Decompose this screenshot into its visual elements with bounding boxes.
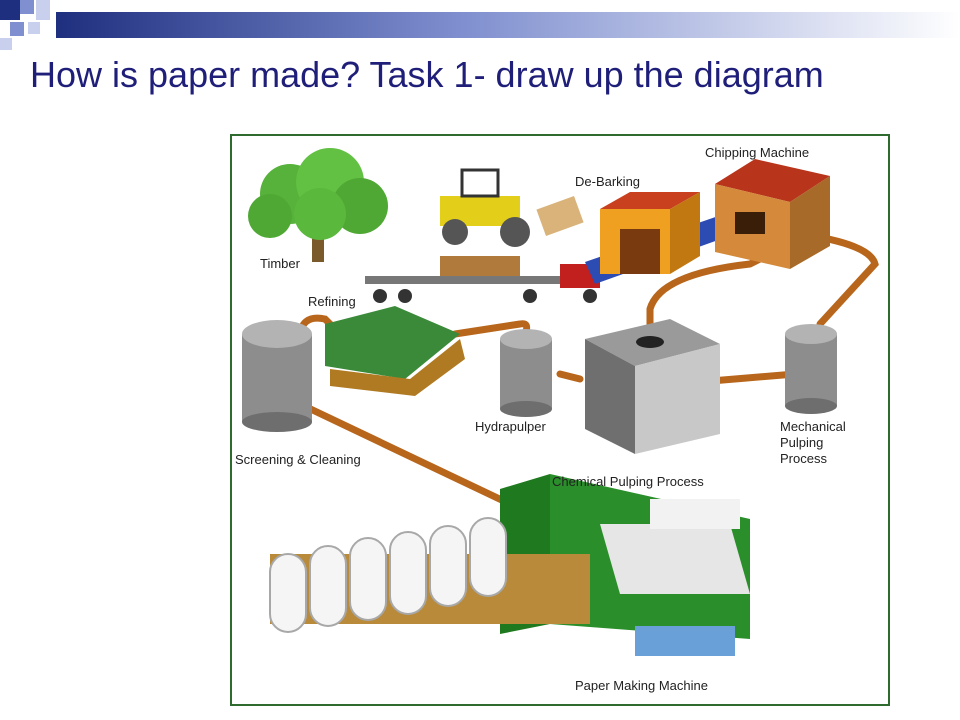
label-screening: Screening & Cleaning bbox=[235, 452, 361, 467]
chemical-pulping-box bbox=[585, 319, 720, 454]
paper-rolls bbox=[269, 517, 507, 633]
mechanical-pulping-tank bbox=[785, 324, 837, 414]
tree-icon bbox=[248, 148, 388, 262]
label-timber: Timber bbox=[260, 256, 301, 271]
corner-square-2 bbox=[20, 0, 34, 14]
slide-title: How is paper made? Task 1- draw up the d… bbox=[30, 54, 824, 95]
corner-square-6 bbox=[0, 38, 12, 50]
label-mechanical-2: Pulping bbox=[780, 435, 823, 450]
label-paper-machine: Paper Making Machine bbox=[575, 678, 708, 693]
label-refining: Refining bbox=[308, 294, 356, 309]
hydrapulper-tank bbox=[500, 329, 552, 417]
screening-tank bbox=[242, 320, 312, 432]
label-de-barking: De-Barking bbox=[575, 174, 640, 189]
paper-making-diagram: Chipping Machine De-Barking Timber Refin… bbox=[230, 134, 890, 706]
label-chemical: Chemical Pulping Process bbox=[552, 474, 704, 489]
de-barking-shed bbox=[600, 192, 700, 274]
label-hydrapulper: Hydrapulper bbox=[475, 419, 546, 434]
label-mechanical-1: Mechanical bbox=[780, 419, 846, 434]
chipping-machine-shed bbox=[715, 159, 830, 269]
corner-square-5 bbox=[28, 22, 40, 34]
corner-square-3 bbox=[36, 0, 50, 20]
refining-cylinder bbox=[325, 306, 465, 396]
truck-icon bbox=[365, 256, 600, 303]
loader-icon bbox=[440, 168, 584, 247]
header-bar bbox=[56, 12, 960, 38]
corner-square-4 bbox=[10, 22, 24, 36]
corner-square-1 bbox=[0, 0, 20, 20]
label-mechanical-3: Process bbox=[780, 451, 827, 466]
label-chipping-machine: Chipping Machine bbox=[705, 145, 809, 160]
